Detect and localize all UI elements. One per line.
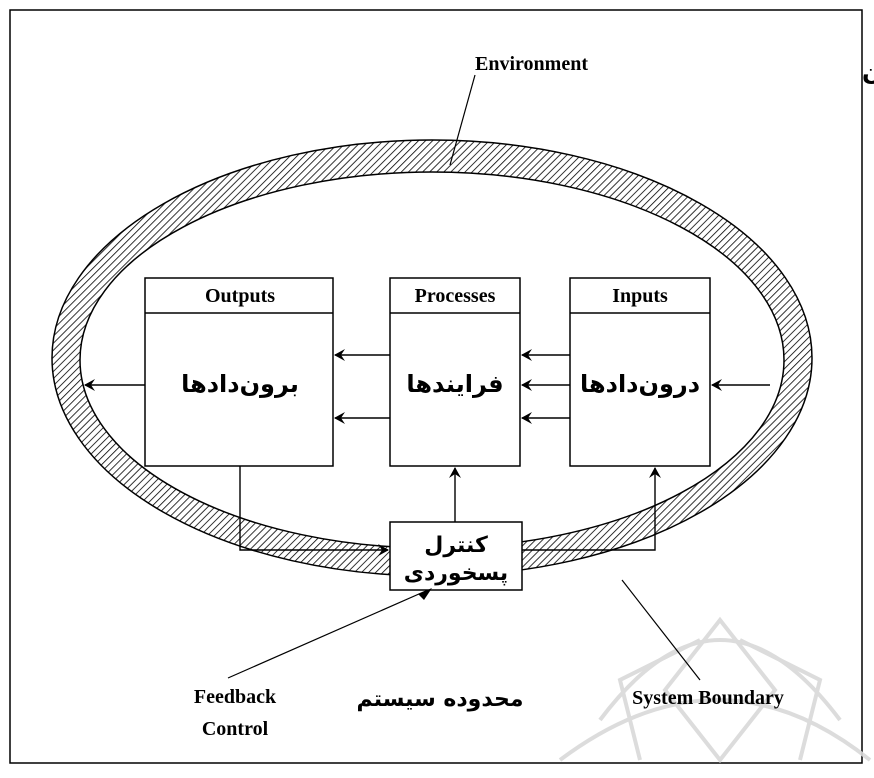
environment-label-fa: محیط بیرون xyxy=(862,58,874,86)
feedback-label-fa-line2: پسخوردی xyxy=(404,561,508,586)
feedback-label-en-line2: Control xyxy=(202,718,269,740)
environment-label-en: Environment xyxy=(475,53,588,75)
processes-box: Processes فرایندها xyxy=(389,277,521,467)
system-boundary-label-en: System Boundary xyxy=(632,687,784,709)
system-boundary-label-fa: محدوده سیستم xyxy=(356,687,523,712)
environment-pointer xyxy=(449,74,476,166)
system-boundary-pointer xyxy=(621,579,701,681)
outputs-box: Outputs برون‌دادها xyxy=(144,277,334,467)
flow-arrows xyxy=(84,349,770,556)
feedback-control-box: کنترل پسخوردی xyxy=(389,521,523,591)
outputs-to-feedback-arrow xyxy=(239,466,389,556)
inputs-title: Inputs xyxy=(612,285,668,307)
outputs-title: Outputs xyxy=(205,285,275,307)
outputs-label-fa: برون‌دادها xyxy=(181,370,299,398)
feedback-label-en-line1: Feedback xyxy=(194,686,277,708)
feedback-to-inputs-arrow xyxy=(522,467,661,551)
inputs-box: Inputs درون‌دادها xyxy=(569,277,711,467)
feedback-label-fa-line1: کنترل xyxy=(424,533,488,558)
inputs-label-fa: درون‌دادها xyxy=(580,370,700,398)
processes-title: Processes xyxy=(415,285,496,307)
processes-label-fa: فرایندها xyxy=(406,370,503,398)
feedback-control-pointer xyxy=(227,589,429,679)
feedback-control-pointer-tip xyxy=(418,588,432,600)
